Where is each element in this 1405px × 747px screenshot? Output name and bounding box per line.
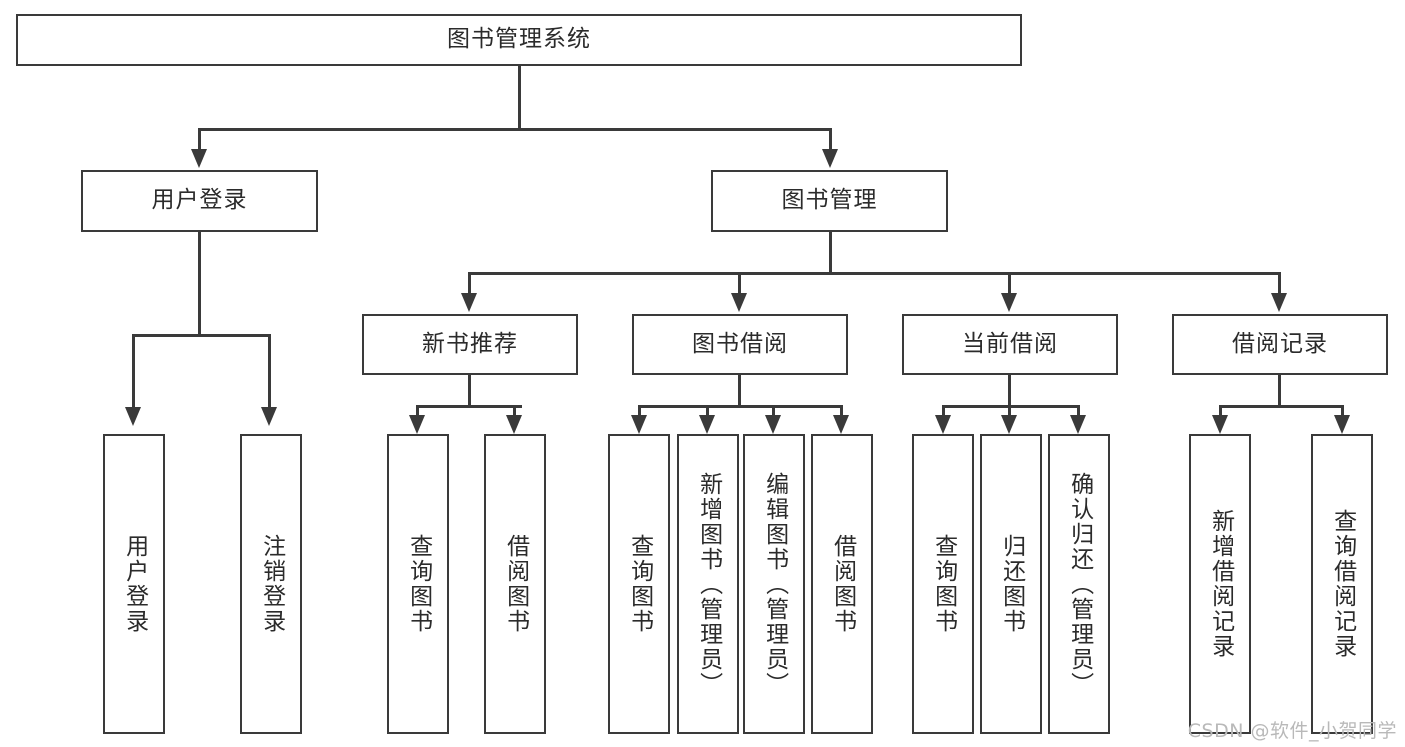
leaf-user-login-logout[interactable]: 注销登录 bbox=[240, 434, 302, 734]
leaf-book-borrow-add-admin[interactable]: 新增图书（管理员） bbox=[677, 434, 739, 734]
node-label: 当前借阅 bbox=[962, 330, 1058, 357]
arrowhead-user-login-child-1 bbox=[125, 407, 141, 426]
node-label: 图书管理 bbox=[781, 187, 878, 214]
arrowhead-new-book-recommend-child-2 bbox=[506, 415, 522, 434]
leaf-label: 借阅图书 bbox=[502, 534, 529, 634]
connector-level3-bus bbox=[468, 272, 1280, 275]
connector-root-stem bbox=[518, 66, 521, 129]
leaf-user-login-login[interactable]: 用户登录 bbox=[103, 434, 165, 734]
connector-user-login-child-1 bbox=[132, 334, 135, 409]
connector-to-new-book-recommend bbox=[468, 272, 471, 295]
arrowhead-borrow-records-child-1 bbox=[1212, 415, 1228, 434]
connector-borrow-records-stem bbox=[1278, 375, 1281, 408]
node-label: 图书管理系统 bbox=[447, 26, 591, 53]
leaf-book-borrow-query[interactable]: 查询图书 bbox=[608, 434, 670, 734]
connector-user-login-stem bbox=[198, 232, 201, 337]
node-borrow-records[interactable]: 借阅记录 bbox=[1172, 314, 1388, 375]
arrowhead-book-borrow-child-2 bbox=[699, 415, 715, 434]
csdn-watermark: CSDN @软件_小贺同学 bbox=[1187, 720, 1397, 742]
arrowhead-book-borrow-child-4 bbox=[833, 415, 849, 434]
connector-borrow-records-child-1 bbox=[1219, 405, 1222, 422]
connector-to-borrow-records bbox=[1278, 272, 1281, 295]
arrowhead-book-borrow-child-3 bbox=[765, 415, 781, 434]
leaf-label: 确认归还（管理员） bbox=[1066, 471, 1093, 697]
connector-book-management-stem bbox=[829, 232, 832, 274]
leaf-label: 查询图书 bbox=[405, 534, 432, 634]
connector-to-user-login bbox=[198, 128, 201, 151]
arrowhead-to-current-borrow bbox=[1001, 293, 1017, 312]
connector-book-borrow-child-1 bbox=[638, 405, 641, 422]
arrowhead-to-new-book-recommend bbox=[461, 293, 477, 312]
leaf-label: 归还图书 bbox=[998, 534, 1025, 634]
leaf-label: 编辑图书（管理员） bbox=[761, 471, 788, 697]
leaf-current-borrow-return[interactable]: 归还图书 bbox=[980, 434, 1042, 734]
node-book-borrow[interactable]: 图书借阅 bbox=[632, 314, 848, 375]
connector-new-book-recommend-bus bbox=[416, 405, 522, 408]
leaf-label: 注销登录 bbox=[258, 534, 285, 634]
connector-borrow-records-child-2 bbox=[1341, 405, 1344, 422]
leaf-borrow-records-add[interactable]: 新增借阅记录 bbox=[1189, 434, 1251, 734]
leaf-book-borrow-borrow[interactable]: 借阅图书 bbox=[811, 434, 873, 734]
arrowhead-user-login-child-2 bbox=[261, 407, 277, 426]
connector-current-borrow-child-2 bbox=[1008, 405, 1011, 422]
leaf-label: 新增图书（管理员） bbox=[695, 471, 722, 697]
leaf-new-book-query[interactable]: 查询图书 bbox=[387, 434, 449, 734]
connector-current-borrow-stem bbox=[1008, 375, 1011, 408]
arrowhead-to-borrow-records bbox=[1271, 293, 1287, 312]
leaf-label: 新增借阅记录 bbox=[1207, 509, 1234, 659]
connector-level2-bus bbox=[198, 128, 832, 131]
leaf-label: 借阅图书 bbox=[829, 534, 856, 634]
connector-borrow-records-bus bbox=[1219, 405, 1344, 408]
leaf-current-borrow-query[interactable]: 查询图书 bbox=[912, 434, 974, 734]
arrowhead-current-borrow-child-3 bbox=[1070, 415, 1086, 434]
node-root-book-management-system[interactable]: 图书管理系统 bbox=[16, 14, 1022, 66]
arrowhead-book-borrow-child-1 bbox=[631, 415, 647, 434]
connector-user-login-bus bbox=[132, 334, 270, 337]
connector-new-book-recommend-child-2 bbox=[513, 405, 516, 422]
connector-book-borrow-child-4 bbox=[840, 405, 843, 422]
node-label: 图书借阅 bbox=[692, 330, 788, 357]
connector-book-borrow-stem bbox=[738, 375, 741, 408]
arrowhead-to-user-login bbox=[191, 149, 207, 168]
connector-to-book-management bbox=[829, 128, 832, 151]
leaf-label: 查询图书 bbox=[626, 534, 653, 634]
leaf-label: 查询借阅记录 bbox=[1329, 509, 1356, 659]
leaf-borrow-records-query[interactable]: 查询借阅记录 bbox=[1311, 434, 1373, 734]
arrowhead-borrow-records-child-2 bbox=[1334, 415, 1350, 434]
node-label: 新书推荐 bbox=[422, 330, 518, 357]
leaf-label: 用户登录 bbox=[121, 534, 148, 634]
arrowhead-new-book-recommend-child-1 bbox=[409, 415, 425, 434]
node-new-book-recommend[interactable]: 新书推荐 bbox=[362, 314, 578, 375]
node-label: 用户登录 bbox=[151, 187, 248, 214]
connector-current-borrow-child-1 bbox=[942, 405, 945, 422]
connector-to-book-borrow bbox=[738, 272, 741, 295]
node-book-management[interactable]: 图书管理 bbox=[711, 170, 948, 232]
connector-to-current-borrow bbox=[1008, 272, 1011, 295]
arrowhead-current-borrow-child-1 bbox=[935, 415, 951, 434]
connector-user-login-child-2 bbox=[268, 334, 271, 409]
arrowhead-to-book-borrow bbox=[731, 293, 747, 312]
connector-new-book-recommend-stem bbox=[468, 375, 471, 408]
leaf-book-borrow-edit-admin[interactable]: 编辑图书（管理员） bbox=[743, 434, 805, 734]
connector-book-borrow-child-2 bbox=[706, 405, 709, 422]
connector-current-borrow-child-3 bbox=[1077, 405, 1080, 422]
connector-current-borrow-bus bbox=[942, 405, 1080, 408]
leaf-current-borrow-confirm-admin[interactable]: 确认归还（管理员） bbox=[1048, 434, 1110, 734]
leaf-new-book-borrow[interactable]: 借阅图书 bbox=[484, 434, 546, 734]
node-label: 借阅记录 bbox=[1232, 330, 1328, 357]
connector-new-book-recommend-child-1 bbox=[416, 405, 419, 422]
connector-book-borrow-child-3 bbox=[772, 405, 775, 422]
connector-book-borrow-bus bbox=[638, 405, 843, 408]
node-current-borrow[interactable]: 当前借阅 bbox=[902, 314, 1118, 375]
node-user-login[interactable]: 用户登录 bbox=[81, 170, 318, 232]
arrowhead-current-borrow-child-2 bbox=[1001, 415, 1017, 434]
arrowhead-to-book-management bbox=[822, 149, 838, 168]
leaf-label: 查询图书 bbox=[930, 534, 957, 634]
